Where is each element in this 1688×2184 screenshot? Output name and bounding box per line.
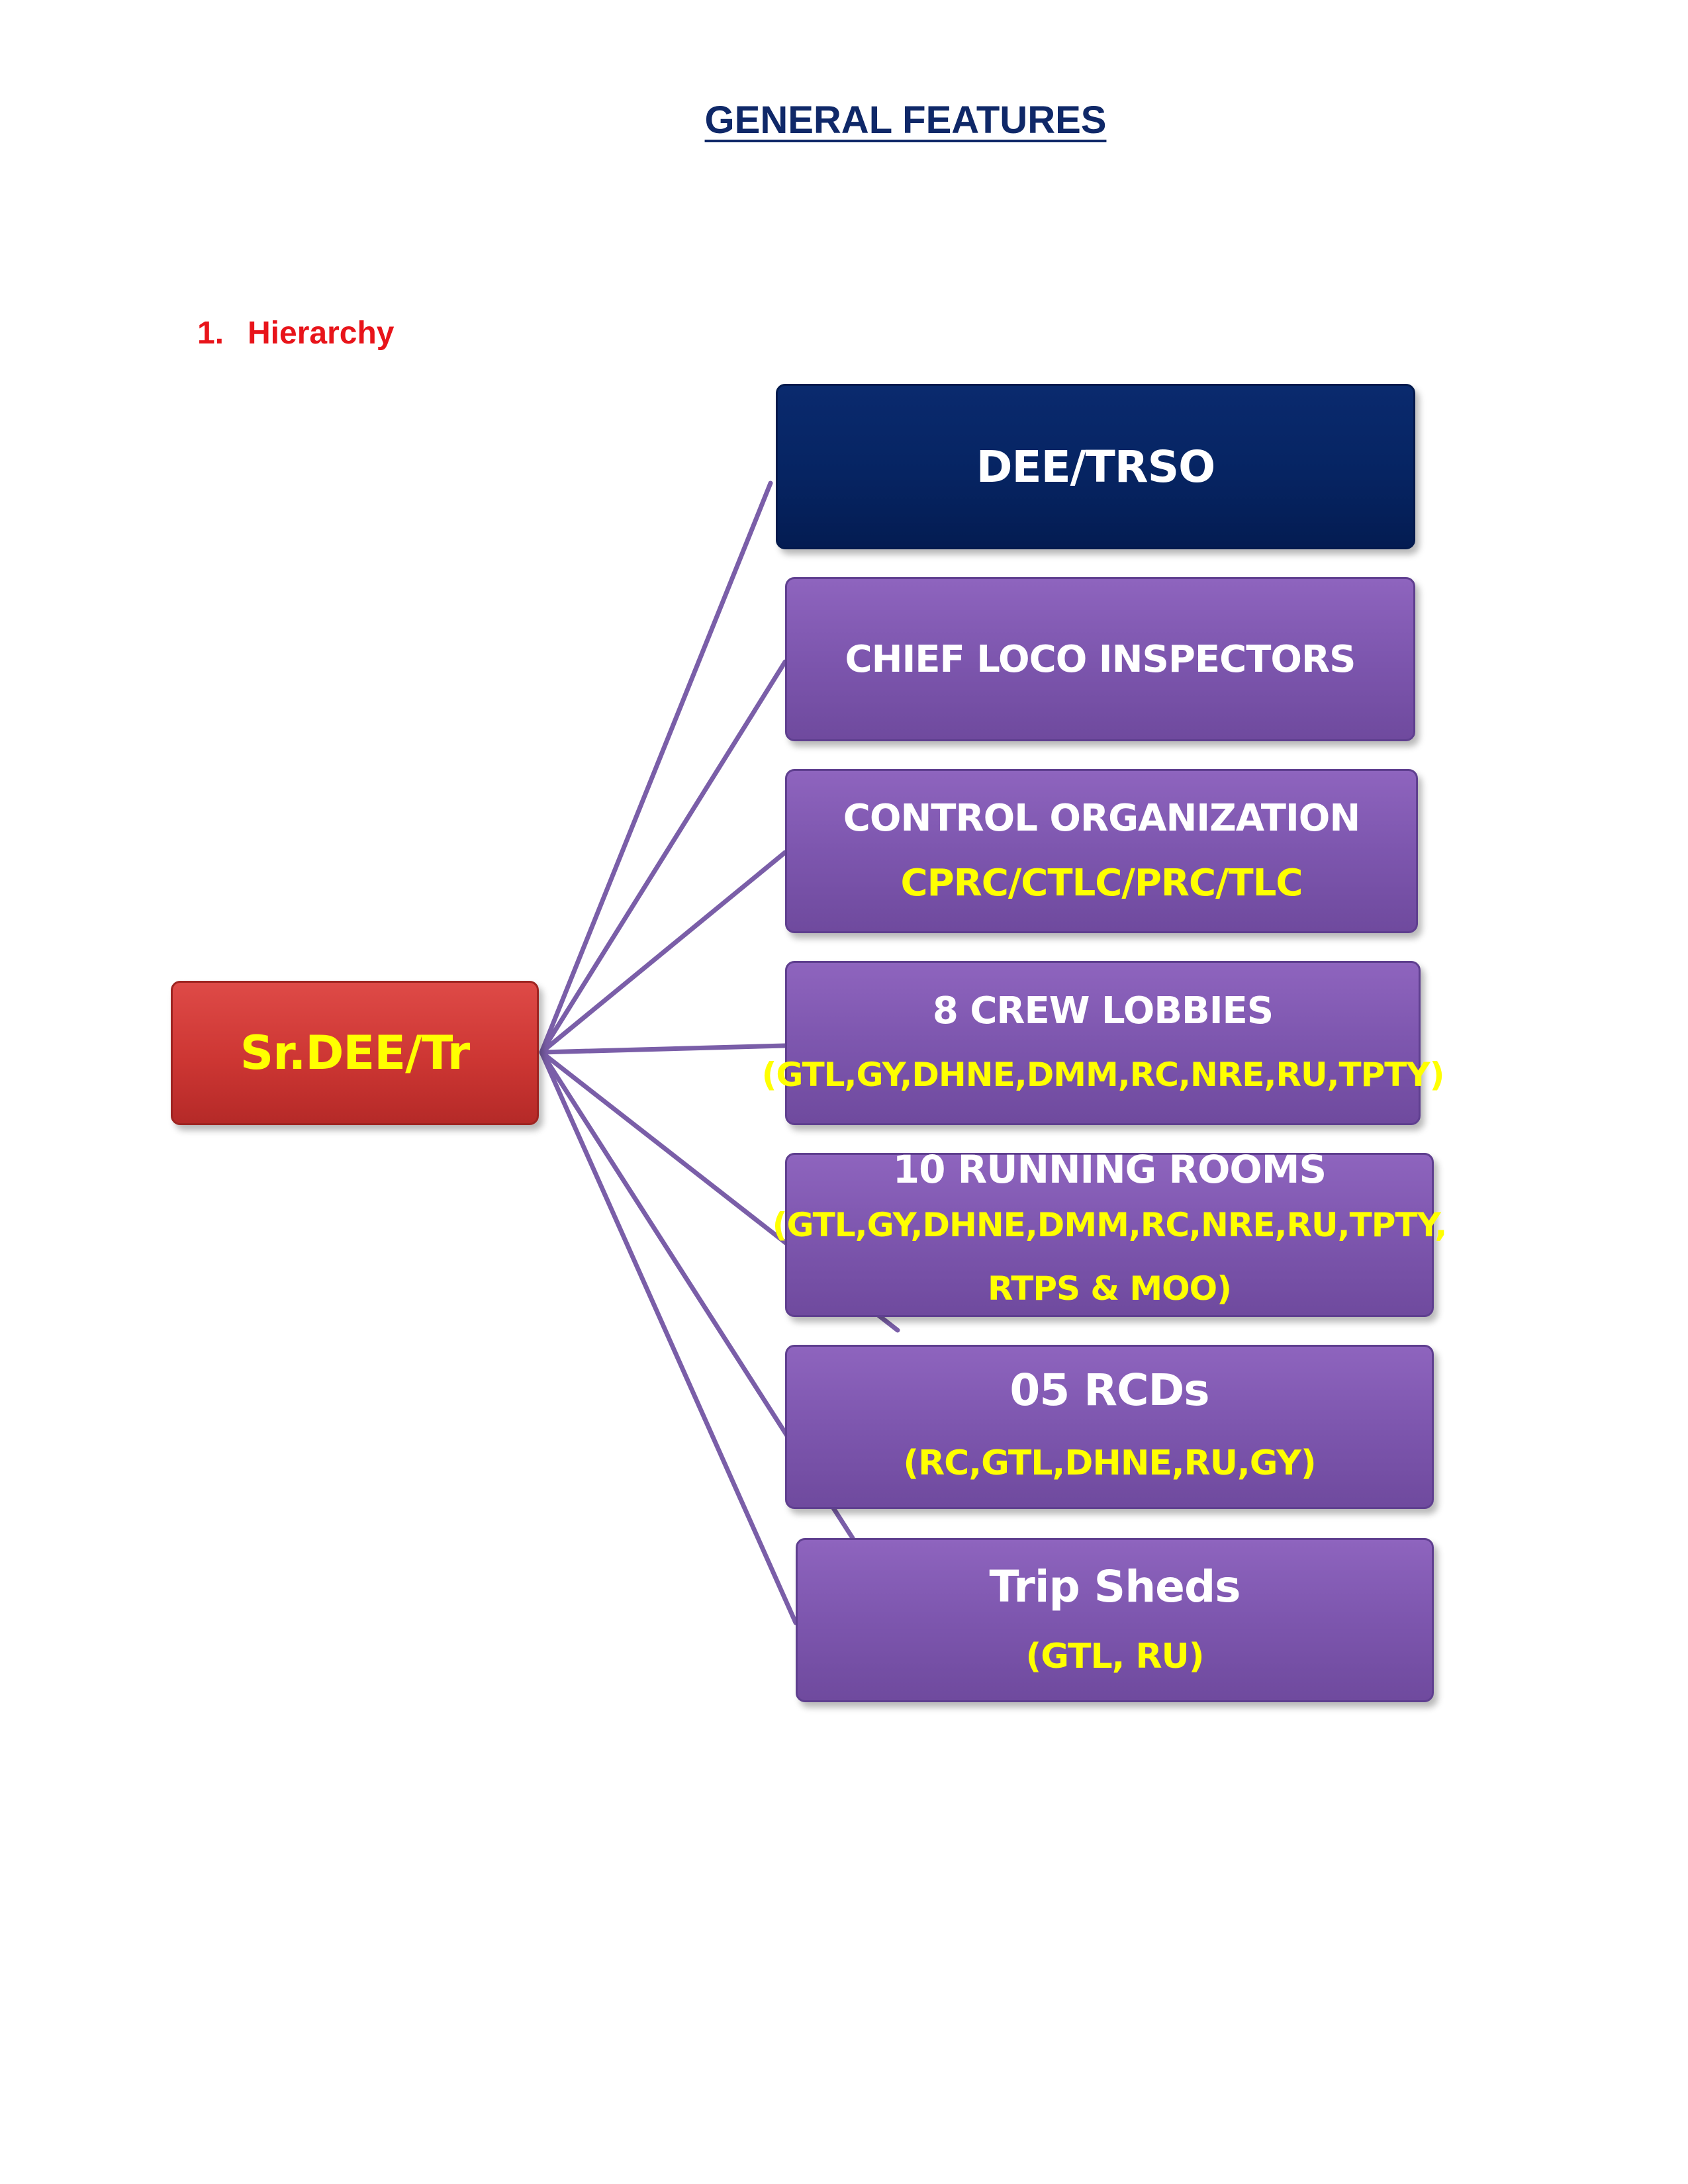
node-crew-lobbies-label: 8 CREW LOBBIES xyxy=(932,989,1274,1032)
page-title: GENERAL FEATURES xyxy=(704,99,1107,142)
node-running-rooms: 10 RUNNING ROOMS (GTL,GY,DHNE,DMM,RC,NRE… xyxy=(773,1147,1447,1317)
node-crew-lobbies-sublabel: (GTL,GY,DHNE,DMM,RC,NRE,RU,TPTY) xyxy=(761,1056,1445,1094)
node-chief-loco-label: CHIEF LOCO INSPECTORS xyxy=(845,637,1356,681)
connector-crew-lobbies xyxy=(539,1043,788,1055)
section-heading: 1. Hierarchy xyxy=(197,315,394,351)
node-control-organization: CONTROL ORGANIZATION CPRC/CTLC/PRC/TLC xyxy=(785,769,1418,933)
node-chief-loco-inspectors: CHIEF LOCO INSPECTORS xyxy=(785,577,1415,741)
connector-control-org xyxy=(539,850,788,1055)
section-heading-text: Hierarchy xyxy=(248,316,395,351)
root-node: Sr.DEE/Tr xyxy=(171,981,539,1125)
node-trip-sheds-sublabel: (GTL, RU) xyxy=(1025,1637,1204,1676)
connector-trip-sheds xyxy=(539,1050,798,1625)
node-crew-lobbies: 8 CREW LOBBIES (GTL,GY,DHNE,DMM,RC,NRE,R… xyxy=(762,961,1444,1125)
node-trip-sheds: Trip Sheds (GTL, RU) xyxy=(796,1538,1434,1702)
node-rcds: 05 RCDs (RC,GTL,DHNE,RU,GY) xyxy=(785,1345,1434,1509)
node-control-org-label: CONTROL ORGANIZATION xyxy=(843,797,1361,840)
node-dee-trso: DEE/TRSO xyxy=(776,384,1415,549)
node-dee-trso-label: DEE/TRSO xyxy=(976,441,1216,492)
connector-dee-trso xyxy=(539,480,773,1055)
node-rcds-sublabel: (RC,GTL,DHNE,RU,GY) xyxy=(903,1443,1316,1483)
node-control-org-sublabel: CPRC/CTLC/PRC/TLC xyxy=(900,862,1303,905)
node-rcds-label: 05 RCDs xyxy=(1009,1365,1209,1416)
node-running-rooms-sublabel: (GTL,GY,DHNE,DMM,RC,NRE,RU,TPTY, xyxy=(772,1206,1448,1244)
node-running-rooms-label: 10 RUNNING ROOMS xyxy=(892,1147,1327,1192)
connector-chief-loco xyxy=(539,659,788,1055)
root-node-label: Sr.DEE/Tr xyxy=(240,1026,470,1080)
node-running-rooms-sublabel-2: RTPS & MOO) xyxy=(987,1269,1232,1308)
node-trip-sheds-label: Trip Sheds xyxy=(989,1561,1241,1612)
section-number: 1. xyxy=(197,316,224,351)
